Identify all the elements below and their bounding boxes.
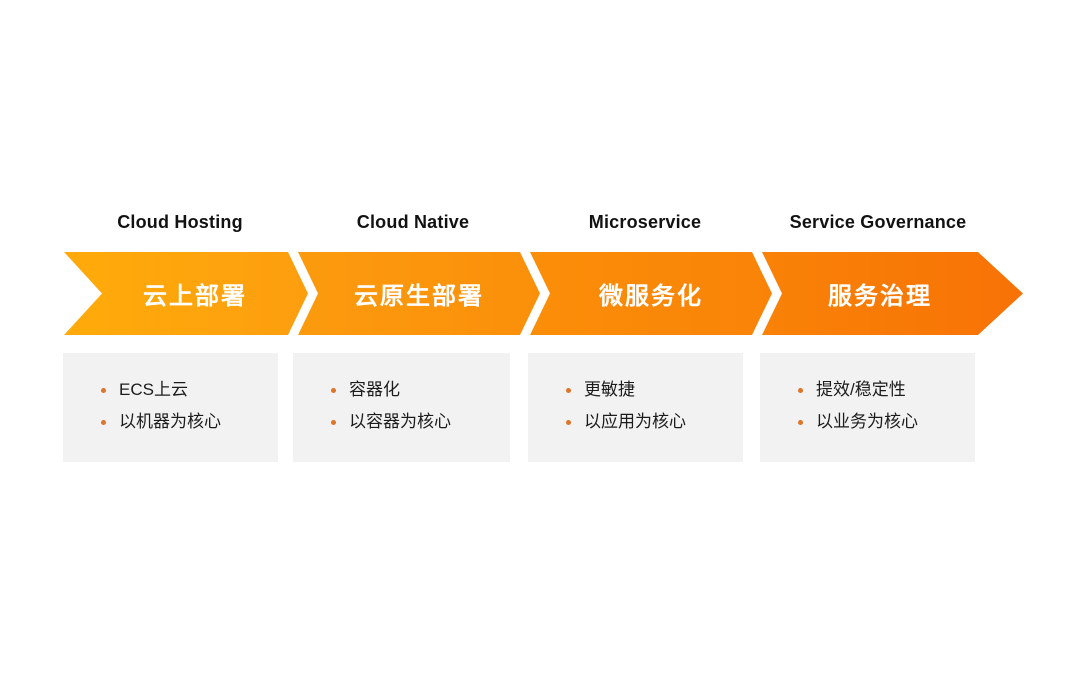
bullet-label: ECS上云	[119, 380, 188, 399]
bullet-label: 更敏捷	[584, 380, 635, 399]
bullet-item: 以应用为核心	[566, 406, 733, 438]
stage-arrow-label: 服务治理	[828, 283, 932, 310]
stage-header-cloud-hosting: Cloud Hosting	[117, 212, 243, 232]
stage-header-microservice: Microservice	[588, 212, 702, 232]
bullet-item: 更敏捷	[566, 374, 733, 406]
bullet-dot-icon	[798, 387, 803, 393]
stage-header-service-governance: Service Governance	[789, 212, 967, 232]
bullet-label: 以业务为核心	[816, 412, 918, 431]
bullet-dot-icon	[331, 419, 336, 425]
stage-arrow-cloud-native: 云原生部署	[298, 252, 540, 335]
stage-detail-box-cloud-hosting: ECS上云 以机器为核心	[63, 353, 278, 462]
bullet-item: 以机器为核心	[101, 406, 268, 438]
stage-arrow-microservice: 微服务化	[530, 252, 772, 335]
bullet-dot-icon	[566, 419, 571, 425]
bullet-label: 容器化	[349, 380, 400, 399]
bullet-dot-icon	[101, 419, 106, 425]
bullet-dot-icon	[798, 419, 803, 425]
bullet-item: 提效/稳定性	[798, 374, 965, 406]
bullet-item: 以业务为核心	[798, 406, 965, 438]
stage-arrow-label: 云原生部署	[354, 283, 484, 310]
bullet-item: 以容器为核心	[331, 406, 500, 438]
bullet-label: 提效/稳定性	[816, 380, 906, 399]
bullet-item: 容器化	[331, 374, 500, 406]
stage-header-cloud-native: Cloud Native	[356, 212, 470, 232]
stage-arrow-cloud-hosting: 云上部署	[64, 252, 308, 335]
bullet-label: 以机器为核心	[119, 412, 221, 431]
bullet-dot-icon	[101, 387, 106, 393]
stage-arrow-label: 微服务化	[599, 283, 703, 310]
stage-arrow-label: 云上部署	[143, 283, 247, 310]
bullet-dot-icon	[331, 387, 336, 393]
stage-detail-box-microservice: 更敏捷 以应用为核心	[528, 353, 743, 462]
bullet-label: 以容器为核心	[349, 412, 451, 431]
stage-detail-box-service-governance: 提效/稳定性 以业务为核心	[760, 353, 975, 462]
bullet-label: 以应用为核心	[584, 412, 686, 431]
stage-arrow-service-governance: 服务治理	[762, 252, 1023, 335]
bullet-dot-icon	[566, 387, 571, 393]
stage-detail-box-cloud-native: 容器化 以容器为核心	[293, 353, 510, 462]
bullet-item: ECS上云	[101, 374, 268, 406]
